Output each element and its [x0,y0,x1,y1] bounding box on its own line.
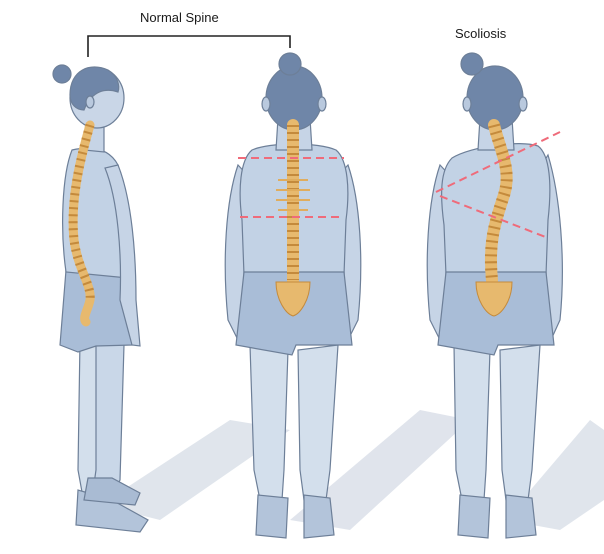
figure-side-view [52,64,149,533]
normal-spine-bracket [87,35,291,57]
scoliosis-spine [475,119,513,317]
scoliosis-guide-lines [435,131,561,239]
side-view-spine [68,120,95,327]
normal-guide-lines [238,157,344,218]
scoliosis-label: Scoliosis [455,26,507,41]
normal-spine-label: Normal Spine [140,10,219,25]
scoliosis-pelvis [475,281,513,317]
normal-pelvis [275,281,311,317]
normal-spine [275,119,311,317]
